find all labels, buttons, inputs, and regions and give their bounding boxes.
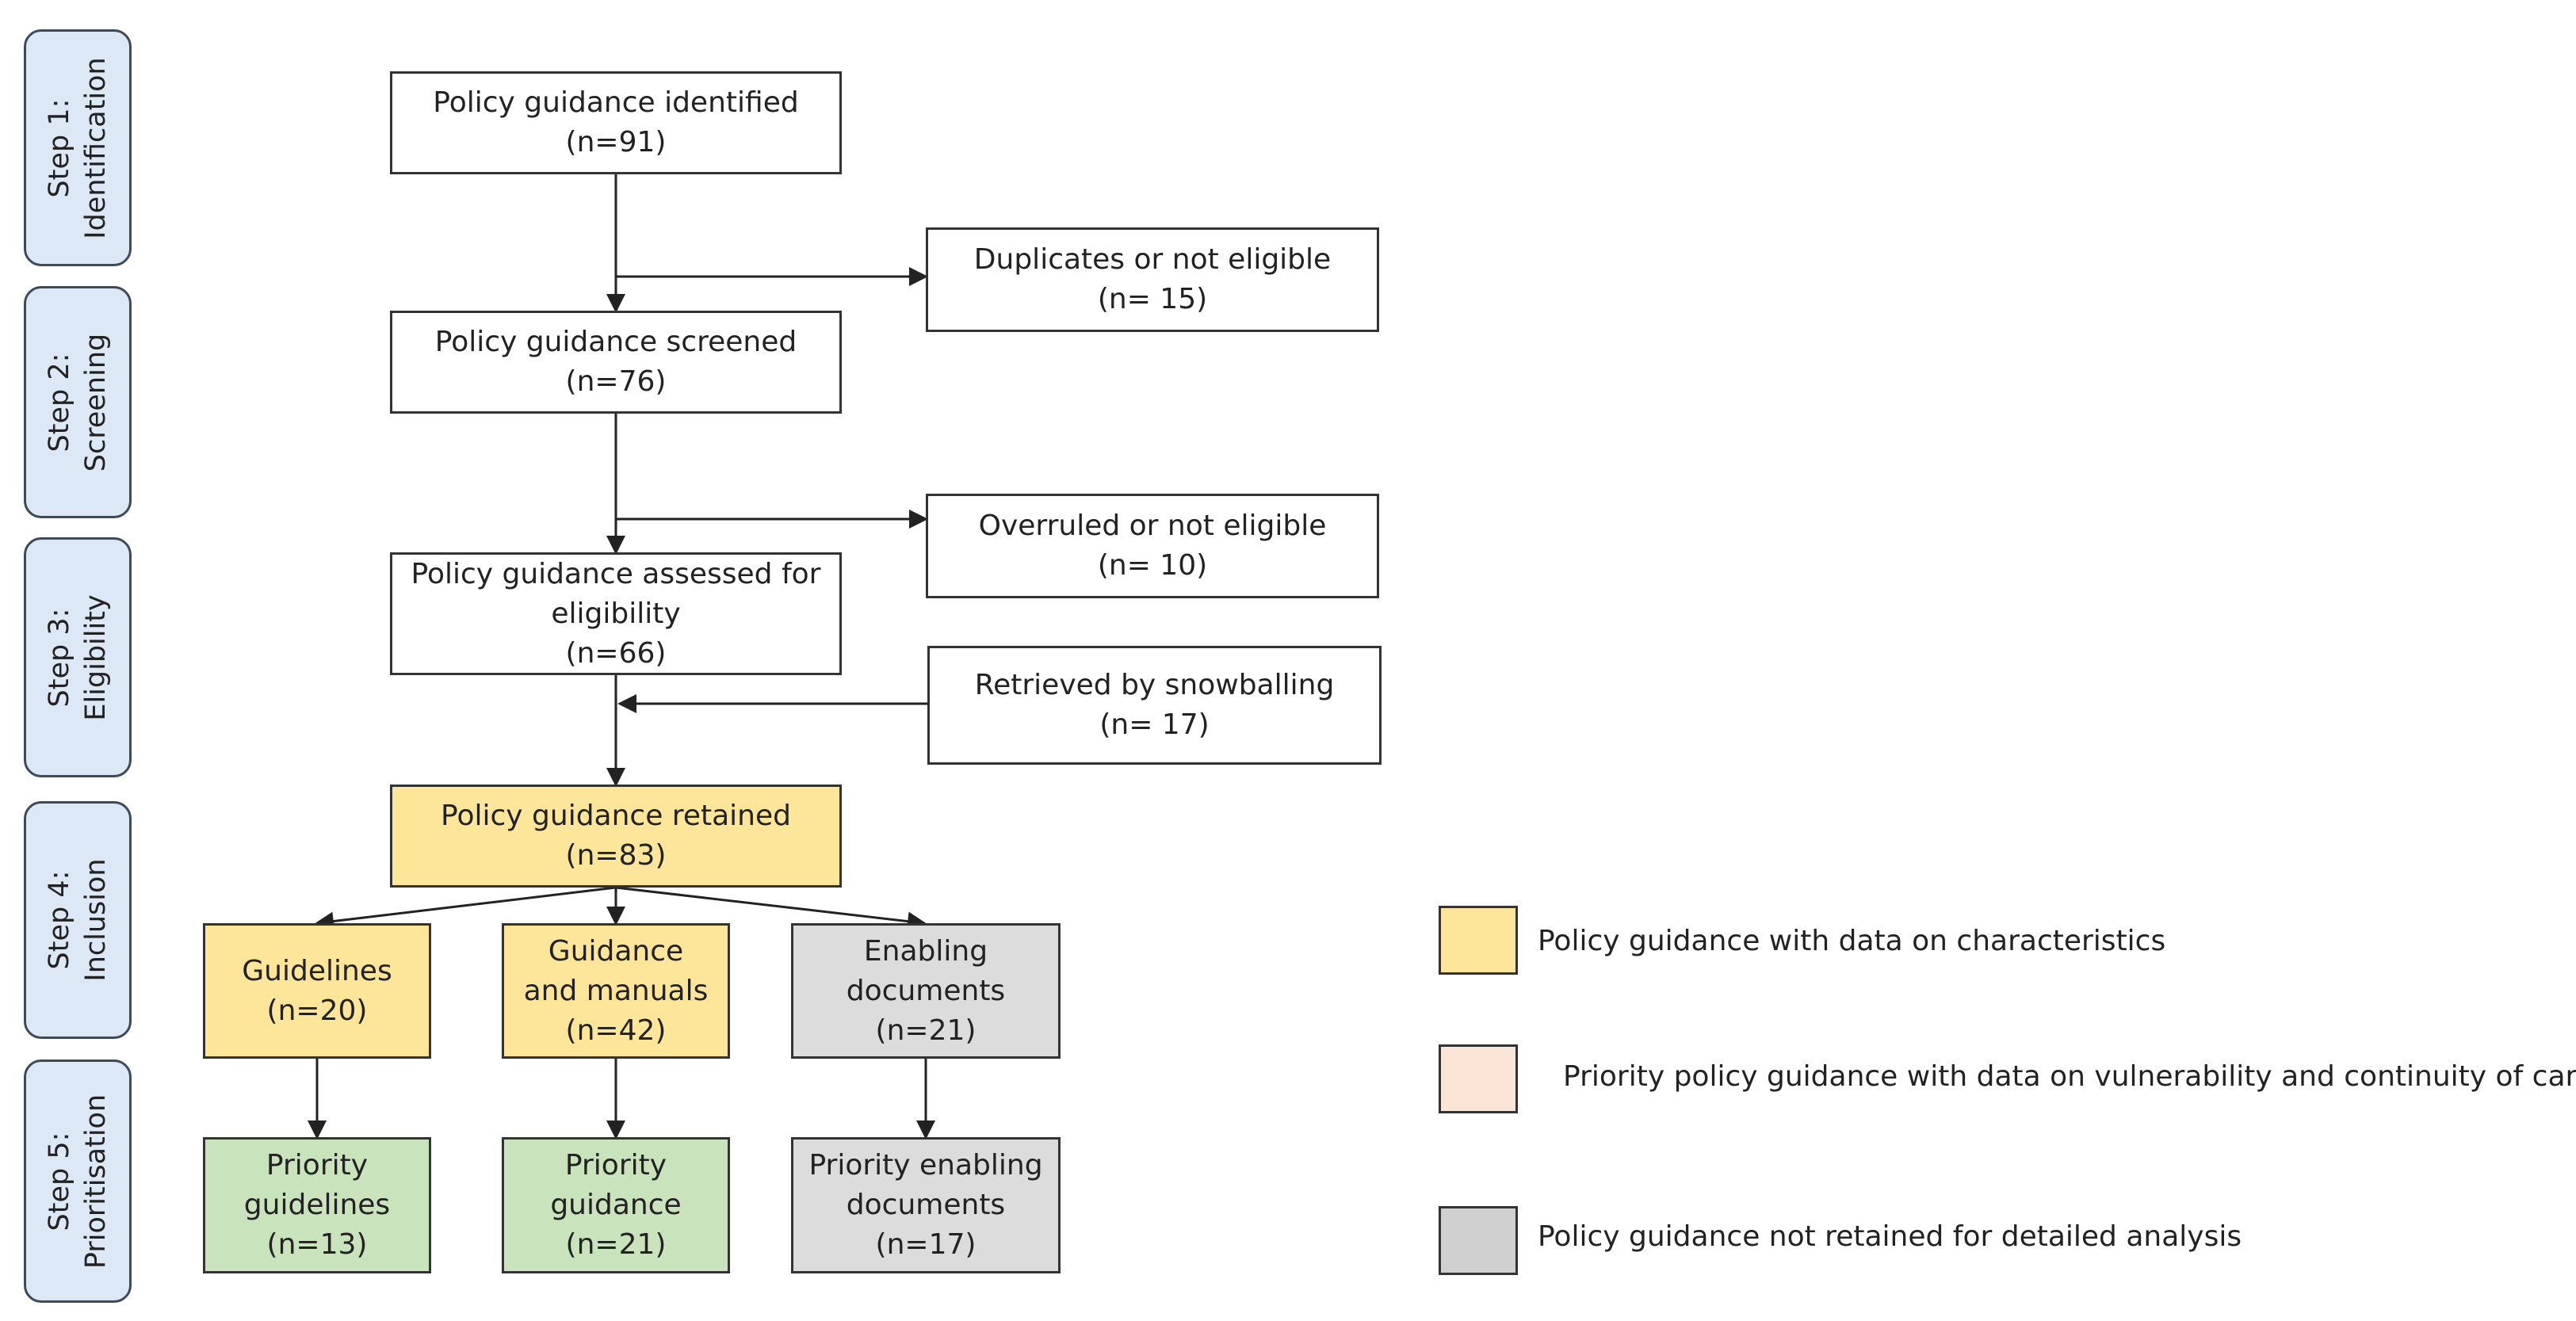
box-snowballing: Retrieved by snowballing(n= 17): [927, 646, 1382, 765]
legend-swatch-characteristics: [1439, 906, 1518, 975]
stage-identification: Step 1:Identification: [24, 29, 132, 266]
box-identified: Policy guidance identified(n=91): [390, 71, 842, 174]
arrow-retained-to-enabling: [615, 886, 927, 931]
legend-label-characteristics: Policy guidance with data on characteris…: [1538, 925, 2166, 957]
legend-swatch-not-retained: [1439, 1206, 1518, 1275]
stage-prioritisation: Step 5:Prioritisation: [24, 1059, 132, 1303]
box-duplicates: Duplicates or not eligible(n= 15): [926, 227, 1379, 332]
box-guidelines: Guidelines(n=20): [203, 923, 431, 1059]
box-screened: Policy guidance screened(n=76): [390, 311, 842, 414]
legend-swatch-priority: [1439, 1044, 1518, 1113]
legend-label-not-retained: Policy guidance not retained for detaile…: [1538, 1220, 2242, 1253]
box-retained: Policy guidance retained(n=83): [390, 785, 842, 888]
box-overruled: Overruled or not eligible(n= 10): [926, 494, 1379, 598]
arrow-retained-to-guidelines: [315, 886, 617, 931]
stage-inclusion: Step 4:Inclusion: [24, 801, 132, 1039]
legend-label-priority: Priority policy guidance with data on vu…: [1563, 1060, 2576, 1093]
stage-screening: Step 2:Screening: [24, 286, 132, 518]
stage-eligibility: Step 3:Eligibility: [24, 537, 132, 777]
